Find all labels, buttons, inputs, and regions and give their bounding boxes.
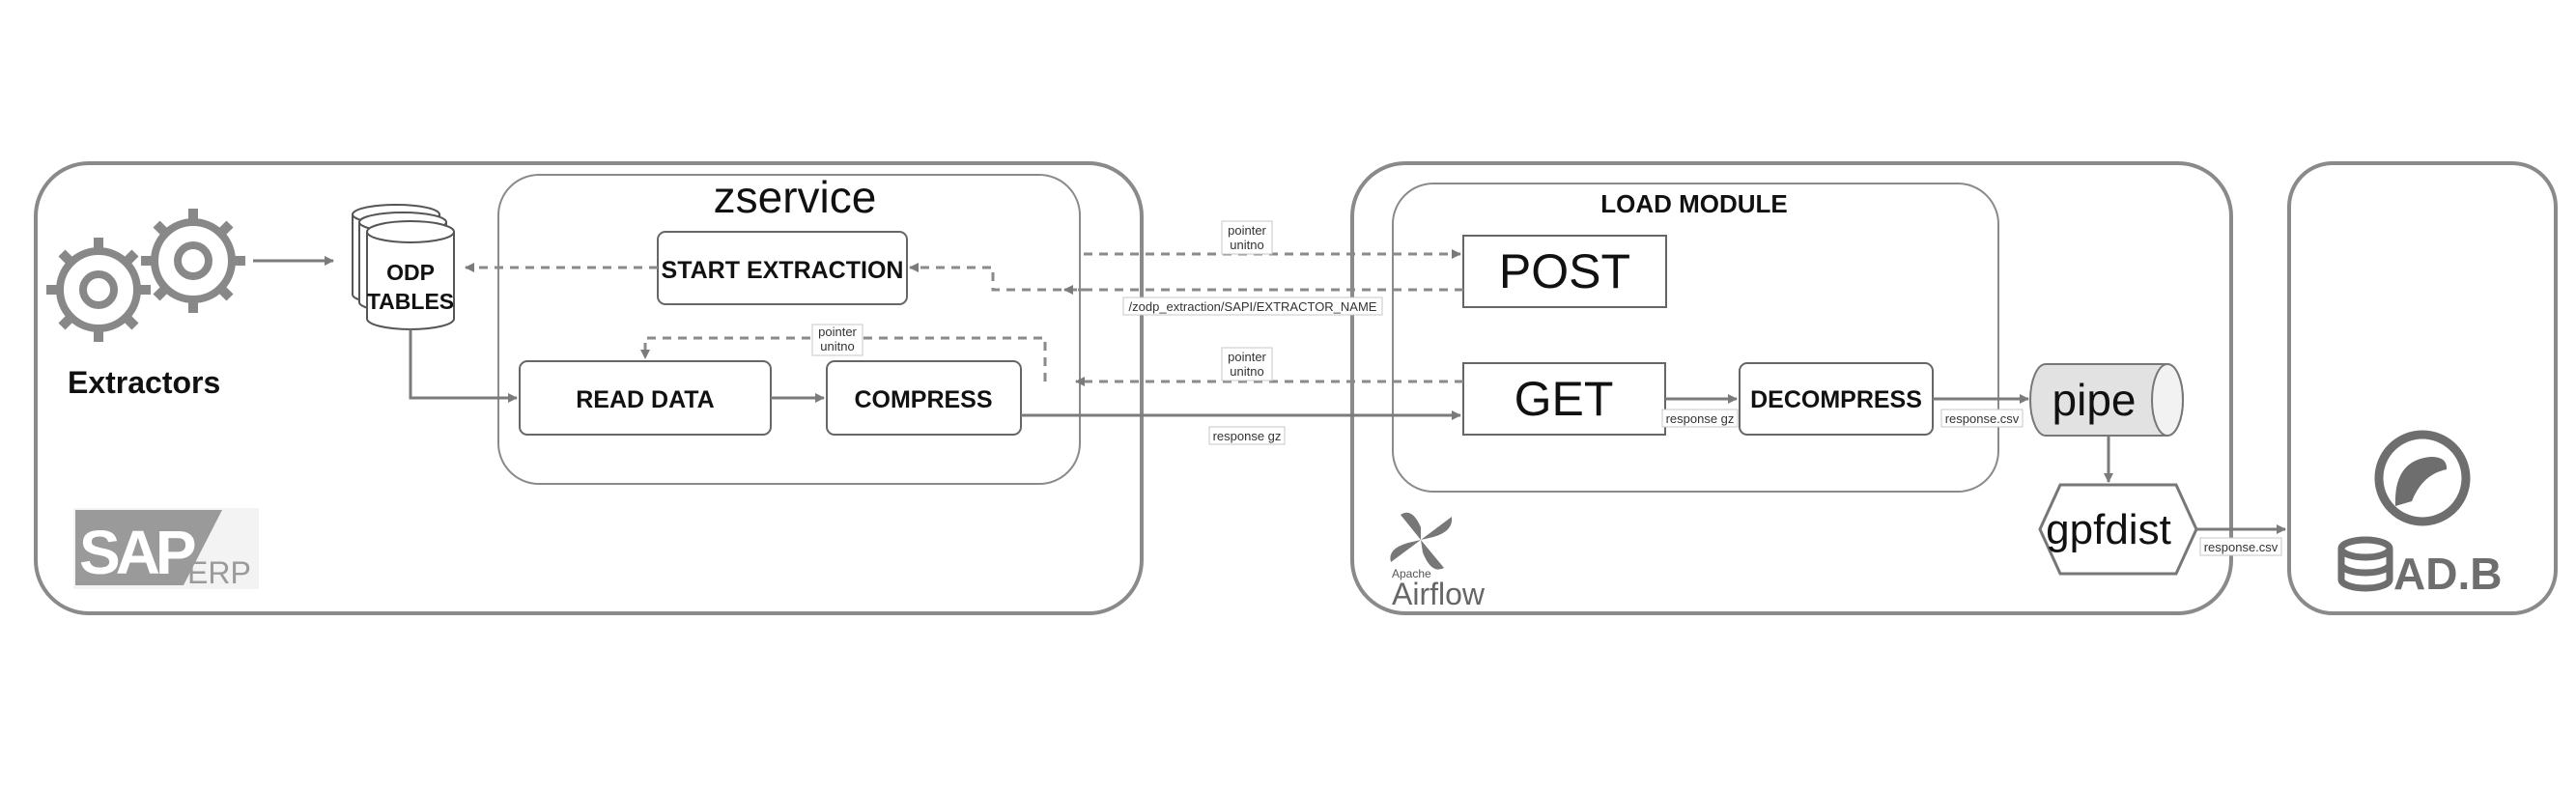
load-module-container bbox=[1392, 183, 1999, 493]
decompress-label: DECOMPRESS bbox=[1750, 386, 1922, 413]
label-unitno-left: unitno bbox=[820, 339, 854, 353]
adb-logo-icon bbox=[2337, 430, 2471, 592]
label-pointer-unitno-left: pointer unitno bbox=[811, 324, 863, 356]
label-response-csv-adb-text: response.csv bbox=[2204, 540, 2279, 554]
adb-logo-text: AD.B bbox=[2393, 549, 2502, 599]
label-response-csv-pipe-text: response.csv bbox=[1945, 411, 2020, 426]
label-endpoint-path-text: /zodp_extraction/SAPI/EXTRACTOR_NAME bbox=[1129, 299, 1377, 314]
sap-erp-frame bbox=[34, 161, 1144, 615]
label-response-gz-right-text: response gz bbox=[1666, 411, 1735, 426]
zservice-container bbox=[497, 174, 1081, 485]
label-response-gz-right: response gz bbox=[1661, 409, 1739, 428]
label-pointer-mid: pointer bbox=[1228, 350, 1266, 364]
gpfdist-label: gpfdist bbox=[2046, 506, 2171, 553]
label-response-csv-adb: response.csv bbox=[2199, 537, 2282, 556]
odp-tables-database-icon bbox=[352, 204, 455, 330]
pipe-cylinder-icon bbox=[2029, 363, 2184, 437]
post-box bbox=[1462, 235, 1667, 308]
sap-logo-text: SAP bbox=[79, 518, 195, 587]
odp-tables-label-line2: TABLES bbox=[367, 289, 454, 314]
extractors-label: Extractors bbox=[68, 365, 220, 400]
post-label: POST bbox=[1499, 244, 1630, 298]
load-module-title: LOAD MODULE bbox=[1600, 189, 1788, 218]
start-extraction-label: START EXTRACTION bbox=[662, 257, 904, 284]
label-response-gz-main: response gz bbox=[1208, 426, 1286, 445]
label-pointer-unitno-mid: pointer unitno bbox=[1221, 347, 1273, 381]
pipe-label: pipe bbox=[2052, 375, 2137, 425]
label-pointer-left: pointer bbox=[818, 325, 857, 339]
label-pointer-unitno-top: pointer unitno bbox=[1221, 220, 1273, 255]
label-response-csv-pipe: response.csv bbox=[1940, 409, 2024, 428]
arrow-post-to-start-extraction bbox=[909, 263, 1463, 292]
label-unitno-top: unitno bbox=[1230, 238, 1263, 252]
label-endpoint-path: /zodp_extraction/SAPI/EXTRACTOR_NAME bbox=[1122, 297, 1383, 316]
compress-box bbox=[826, 360, 1022, 436]
zservice-title: zservice bbox=[714, 172, 877, 222]
airflow-pinwheel-icon bbox=[1390, 512, 1453, 570]
arrow-odp-to-read-data bbox=[409, 329, 518, 403]
arrow-pointer-to-read-data bbox=[640, 336, 1047, 381]
gears-icon bbox=[46, 209, 245, 342]
sap-erp-logo: SAP ERP bbox=[73, 508, 259, 590]
label-pointer-top: pointer bbox=[1228, 223, 1266, 238]
label-response-gz-main-text: response gz bbox=[1213, 429, 1282, 443]
odp-tables-label-line1: ODP bbox=[386, 260, 435, 285]
airflow-name-label: Airflow bbox=[1392, 577, 1486, 611]
label-unitno-mid: unitno bbox=[1230, 364, 1263, 379]
read-data-label: READ DATA bbox=[576, 386, 715, 413]
erp-logo-text: ERP bbox=[187, 555, 251, 590]
airflow-apache-label: Apache bbox=[1392, 567, 1431, 580]
get-label: GET bbox=[1514, 372, 1614, 426]
get-box bbox=[1462, 362, 1666, 436]
airflow-frame bbox=[1350, 161, 2233, 615]
compress-label: COMPRESS bbox=[854, 386, 992, 413]
adb-frame bbox=[2287, 161, 2558, 615]
